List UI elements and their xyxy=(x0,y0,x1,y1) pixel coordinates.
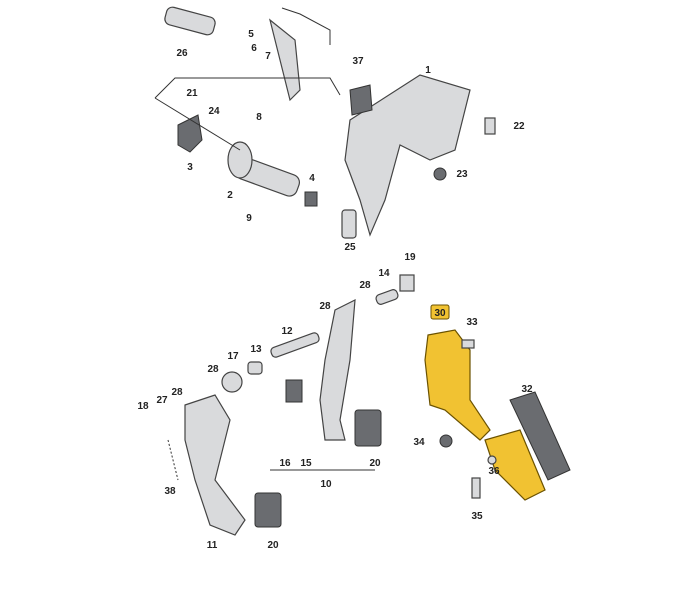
callout-33: 33 xyxy=(466,317,478,328)
callout-16: 16 xyxy=(279,458,291,469)
callout-25: 25 xyxy=(344,242,356,253)
reservoir-part-26 xyxy=(164,6,216,36)
callout-20: 20 xyxy=(369,458,381,469)
callout-30: 30 xyxy=(434,308,446,319)
clutch-master-cylinder-part-2 xyxy=(227,141,300,197)
callout-10: 10 xyxy=(320,479,332,490)
callout-5: 5 xyxy=(248,29,254,40)
callout-18: 18 xyxy=(137,401,149,412)
callout-28: 28 xyxy=(359,280,371,291)
pedal-pad-part-20-left xyxy=(254,492,282,528)
mount-plate-part-3 xyxy=(177,114,203,153)
callout-1: 1 xyxy=(425,65,431,76)
accelerator-pedal-part-32 xyxy=(484,391,571,501)
brake-pedal-part-10 xyxy=(319,298,356,441)
pedal-bracket-part-1 xyxy=(344,74,471,237)
callout-6: 6 xyxy=(251,43,257,54)
hose-part-5 xyxy=(268,7,331,102)
callout-24: 24 xyxy=(208,106,220,117)
pin-part-14 xyxy=(375,289,399,305)
connector-part-4 xyxy=(304,191,318,207)
bolt-part-35 xyxy=(471,477,481,499)
bushing-part-13 xyxy=(247,361,263,375)
bearing-part-17 xyxy=(221,371,243,393)
callout-28: 28 xyxy=(207,364,219,375)
callout-3: 3 xyxy=(187,162,193,173)
nut-part-34 xyxy=(439,434,453,448)
callout-7: 7 xyxy=(265,51,271,62)
callout-32: 32 xyxy=(521,384,533,395)
callout-15: 15 xyxy=(300,458,312,469)
callout-13: 13 xyxy=(250,344,262,355)
callout-20: 20 xyxy=(267,540,279,551)
callout-36: 36 xyxy=(488,466,500,477)
callout-14: 14 xyxy=(378,268,390,279)
clutch-pedal-part-11 xyxy=(184,394,246,536)
callout-35: 35 xyxy=(471,511,483,522)
callout-17: 17 xyxy=(227,351,239,362)
callout-8: 8 xyxy=(256,112,262,123)
callout-19: 19 xyxy=(404,252,416,263)
callout-11: 11 xyxy=(207,540,218,551)
callout-22: 22 xyxy=(513,121,525,132)
callout-34: 34 xyxy=(413,437,425,448)
group-bracket-line xyxy=(154,77,341,151)
bolt-part-25 xyxy=(341,209,357,239)
highlight-box-30 xyxy=(430,304,450,320)
callout-28: 28 xyxy=(319,301,331,312)
callout-4: 4 xyxy=(309,173,315,184)
callout-21: 21 xyxy=(186,88,198,99)
callout-38: 38 xyxy=(164,486,176,497)
shaft-part-12 xyxy=(270,332,320,358)
callout-2: 2 xyxy=(227,190,233,201)
callout-23: 23 xyxy=(456,169,468,180)
clip-part-19 xyxy=(399,274,415,292)
bolt-part-33 xyxy=(461,339,475,349)
switch-part-16 xyxy=(285,379,303,403)
pedal-pad-part-20-right xyxy=(354,409,382,447)
spring-part-38 xyxy=(167,439,179,481)
callout-12: 12 xyxy=(281,326,293,337)
bolt-part-22 xyxy=(484,117,496,135)
callout-26: 26 xyxy=(176,48,188,59)
callout-28: 28 xyxy=(171,387,183,398)
nut-part-23 xyxy=(433,167,447,181)
accelerator-module-part-30 xyxy=(424,329,491,441)
washer-part-36 xyxy=(487,455,497,465)
callout-9: 9 xyxy=(246,213,252,224)
callout-37: 37 xyxy=(352,56,364,67)
callout-27: 27 xyxy=(156,395,168,406)
